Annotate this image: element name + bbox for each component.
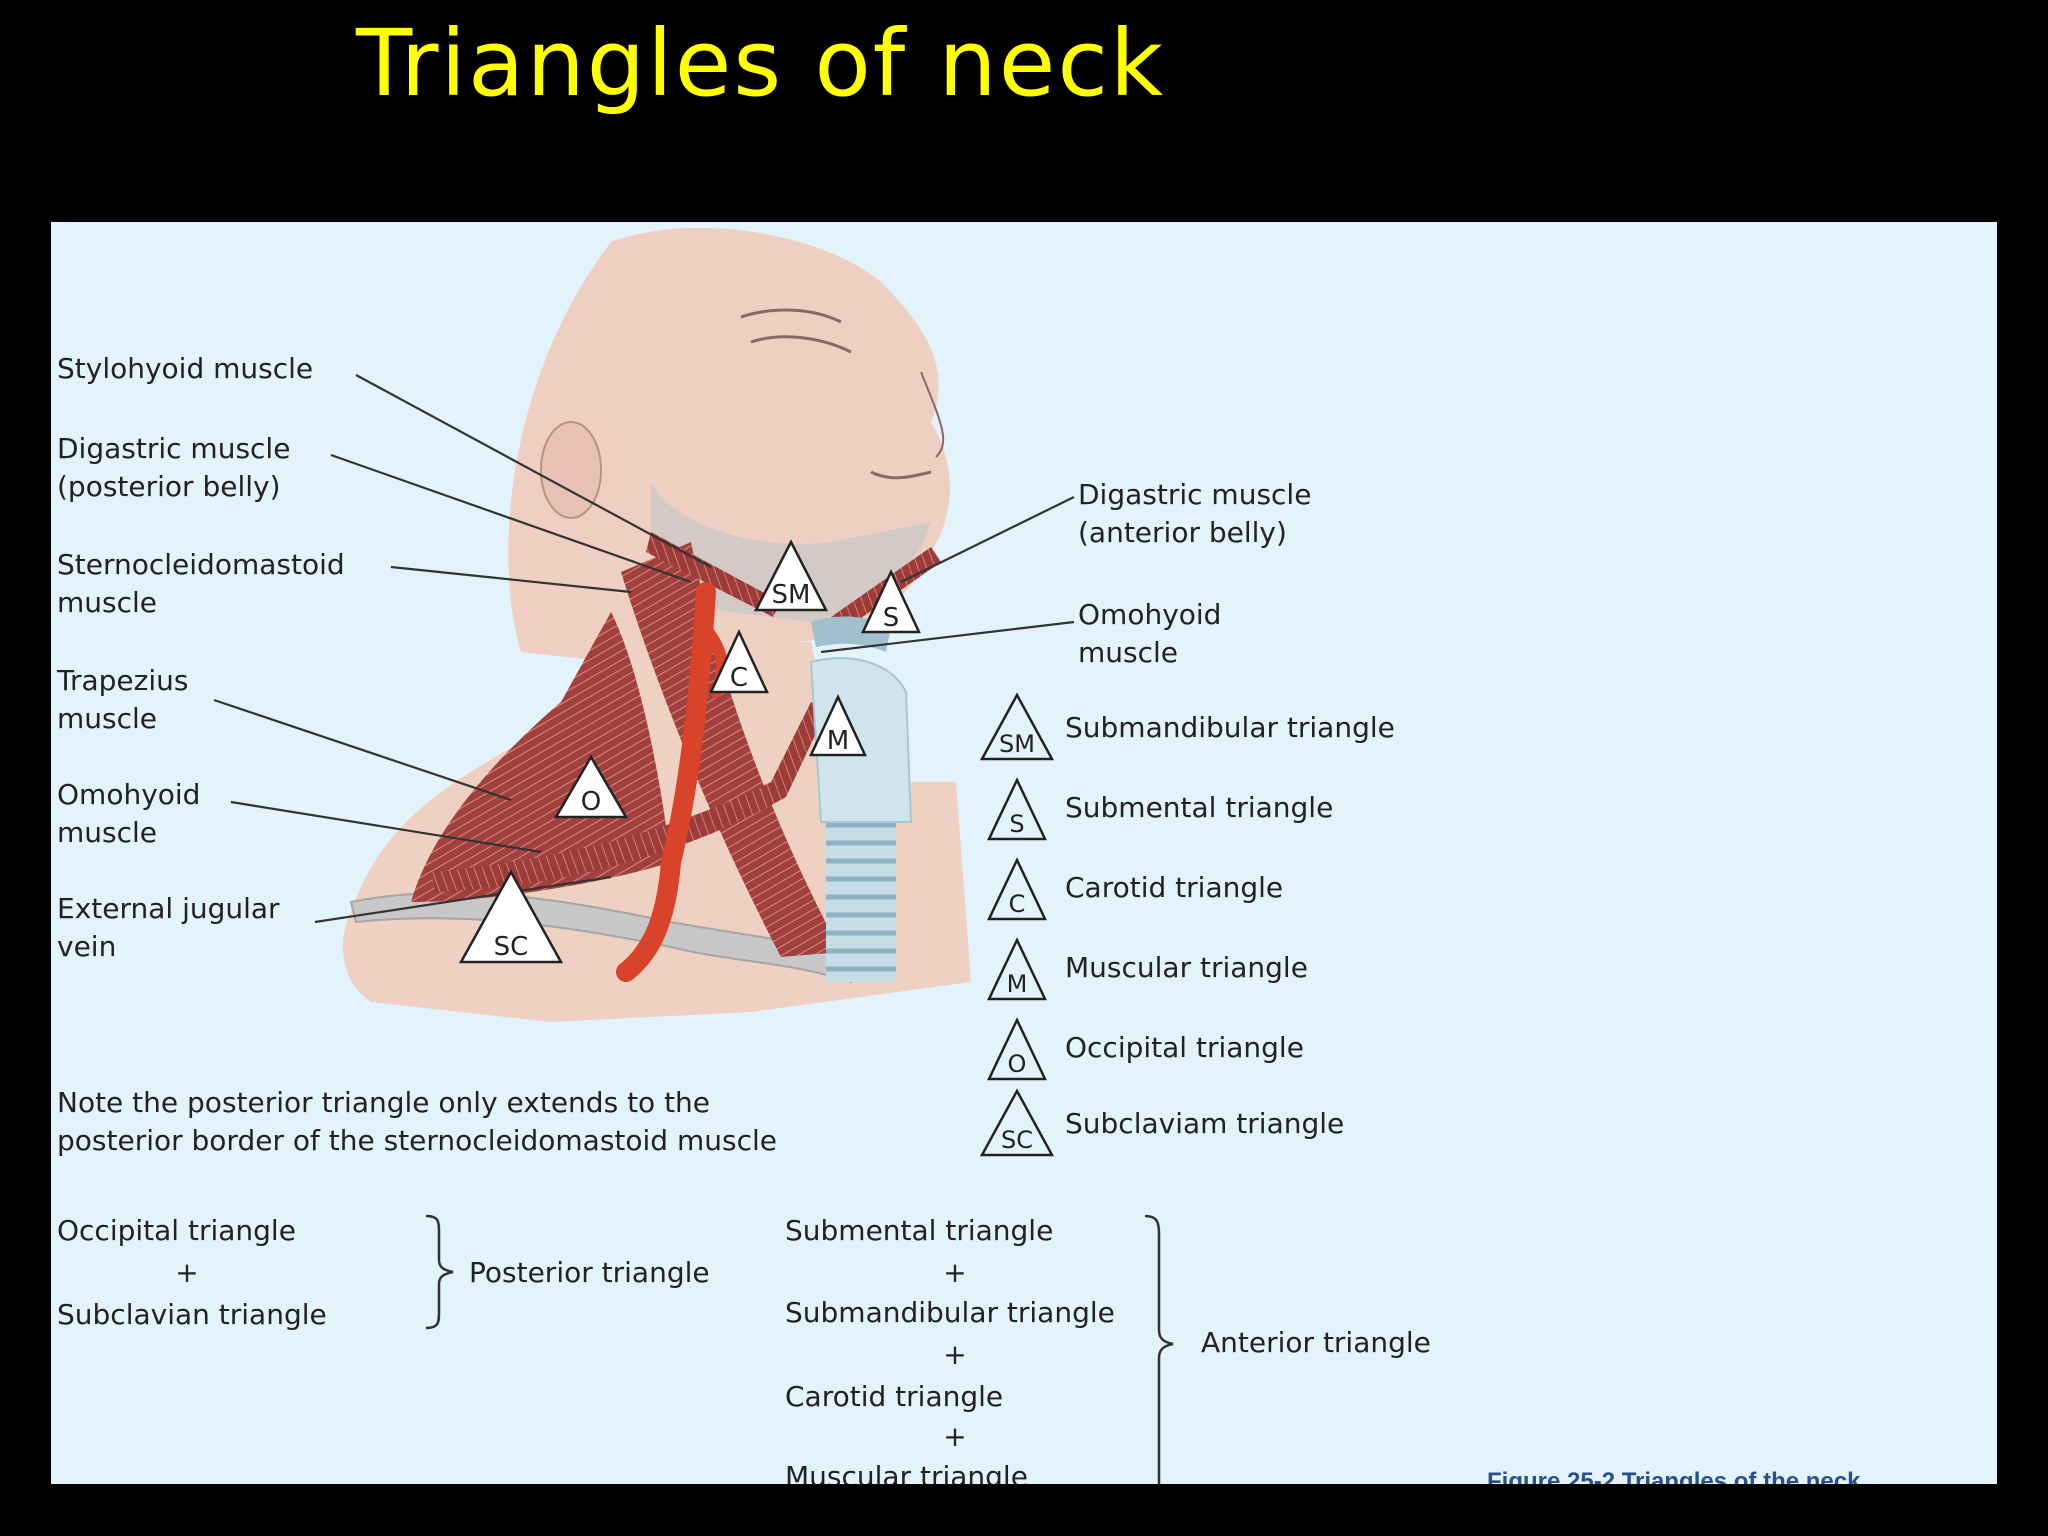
- marker-sm: SM: [772, 580, 811, 610]
- trachea: [826, 822, 896, 982]
- legend-label: Muscular triangle: [1065, 950, 1308, 984]
- digastric-posterior: [646, 532, 781, 617]
- label-omohyoid-right-sub: muscle: [1078, 636, 1179, 669]
- label-digastric-posterior-sub: (posterior belly): [57, 470, 281, 503]
- label-trapezius: Trapezius: [57, 664, 189, 697]
- legend-item-submental: S Submental triangle: [979, 772, 1333, 842]
- anterior-plus: +: [943, 1338, 967, 1371]
- leader-lines: [213, 374, 1075, 924]
- face-eye: [750, 335, 852, 354]
- svg-text:O: O: [1008, 1050, 1027, 1078]
- label-external-jugular-sub: vein: [57, 930, 117, 963]
- anterior-item: Carotid triangle: [785, 1380, 1004, 1413]
- posterior-item: Subclavian triangle: [57, 1298, 327, 1331]
- posterior-item: Occipital triangle: [57, 1214, 296, 1247]
- triangle-icon: M: [987, 937, 1047, 1001]
- anterior-item: Submental triangle: [785, 1214, 1054, 1247]
- anterior-item: Muscular triangle: [785, 1460, 1028, 1484]
- posterior-plus: +: [175, 1256, 199, 1289]
- legend-label: Occipital triangle: [1065, 1030, 1304, 1064]
- trapezius-muscle: [411, 612, 671, 902]
- marker-s: S: [883, 603, 900, 633]
- legend-item-subclavian: SC Subclaviam triangle: [979, 1088, 1344, 1158]
- diagram-triangle-markers: [458, 539, 921, 964]
- legend-item-occipital: O Occipital triangle: [979, 1012, 1304, 1082]
- note-line-1: Note the posterior triangle only extends…: [57, 1086, 711, 1119]
- svg-text:SC: SC: [1001, 1126, 1033, 1154]
- neck-illustration: SM S C M O SC: [213, 227, 1075, 1022]
- label-digastric-anterior: Digastric muscle: [1078, 478, 1312, 511]
- svg-text:SM: SM: [999, 730, 1035, 758]
- triangle-icon: SC: [979, 1088, 1055, 1157]
- label-sternocleidomastoid-sub: muscle: [57, 586, 158, 619]
- label-omohyoid-right: Omohyoid: [1078, 598, 1222, 631]
- posterior-brace: [425, 1214, 454, 1330]
- legend-label: Submental triangle: [1065, 790, 1334, 824]
- legend-item-carotid: C Carotid triangle: [979, 852, 1283, 922]
- figure-caption: Figure 25-2 Triangles of the neck: [1487, 1468, 1861, 1484]
- note-line-2: posterior border of the sternocleidomast…: [57, 1124, 777, 1157]
- marker-sc: SC: [494, 932, 529, 962]
- omohyoid-muscle: [431, 702, 826, 892]
- anterior-plus: +: [943, 1256, 967, 1289]
- triangle-icon: C: [987, 857, 1047, 921]
- posterior-result: Posterior triangle: [469, 1256, 710, 1289]
- label-omohyoid-left-sub: muscle: [57, 816, 158, 849]
- marker-o: O: [581, 787, 601, 817]
- face-mouth: [870, 470, 932, 480]
- legend-label: Submandibular triangle: [1065, 710, 1395, 744]
- anterior-plus: +: [943, 1420, 967, 1453]
- legend-item-muscular: M Muscular triangle: [979, 932, 1308, 1002]
- label-sternocleidomastoid: Sternocleidomastoid: [57, 548, 345, 581]
- legend-item-submandibular: SM Submandibular triangle: [979, 692, 1395, 762]
- label-digastric-anterior-sub: (anterior belly): [1078, 516, 1287, 549]
- figure-panel: SM S C M O SC Stylohyoid muscle Digastri…: [51, 222, 1997, 1484]
- anterior-item: Submandibular triangle: [785, 1296, 1115, 1329]
- svg-text:M: M: [1007, 970, 1028, 998]
- triangle-icon: S: [987, 777, 1047, 841]
- slide-title: Triangles of neck: [356, 10, 1166, 117]
- carotid-artery: [616, 582, 716, 982]
- triangle-icon: O: [987, 1017, 1047, 1081]
- anterior-brace: [1144, 1214, 1174, 1484]
- anterior-result: Anterior triangle: [1201, 1326, 1431, 1359]
- sternocleidomastoid-muscle: [621, 542, 841, 957]
- label-omohyoid-left: Omohyoid: [57, 778, 201, 811]
- label-trapezius-sub: muscle: [57, 702, 158, 735]
- face-nose: [920, 371, 945, 458]
- marker-m: M: [827, 726, 849, 756]
- legend-label: Carotid triangle: [1065, 870, 1284, 904]
- triangle-icon: SM: [979, 692, 1055, 761]
- ear: [540, 421, 602, 519]
- label-external-jugular: External jugular: [57, 892, 280, 925]
- svg-text:C: C: [1009, 890, 1026, 918]
- face-brow: [740, 308, 842, 324]
- svg-text:S: S: [1009, 810, 1024, 838]
- marker-c: C: [730, 663, 748, 693]
- label-digastric-posterior: Digastric muscle: [57, 432, 291, 465]
- legend-label: Subclaviam triangle: [1065, 1106, 1345, 1140]
- label-stylohyoid: Stylohyoid muscle: [57, 352, 314, 385]
